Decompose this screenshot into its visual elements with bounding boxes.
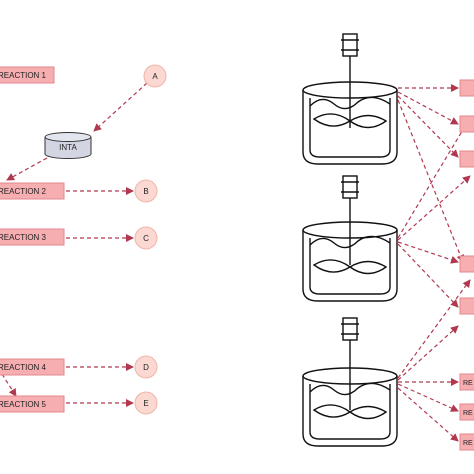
arrow-r3-4 [397, 383, 459, 412]
arrow-r2-4 [397, 243, 459, 308]
node-a: A [143, 64, 167, 88]
arrow-reaction-4-to-reaction-5 [1, 373, 17, 397]
node-c: C [134, 226, 158, 250]
output-box-7 [459, 403, 474, 421]
arrow-a-to-inta [93, 82, 148, 132]
output-box-2 [459, 115, 474, 133]
arrow-r2-1 [397, 117, 471, 239]
right-outputs [459, 79, 474, 451]
reactor-1 [302, 33, 398, 165]
output-box-8 [459, 433, 474, 451]
reaction-5-box: REACTION 5 [0, 395, 65, 413]
arrow-r3-1 [397, 279, 471, 379]
reaction-1-label: REACTION 1 [0, 71, 47, 80]
arrow-r1-2 [397, 91, 459, 125]
reaction-2-box: REACTION 2 [0, 182, 65, 200]
reactor-2 [302, 175, 398, 302]
reactor-1-motor [342, 33, 358, 57]
reaction-3-label: REACTION 3 [0, 233, 47, 242]
output-label-6: RE [463, 380, 473, 387]
reaction-5-label: REACTION 5 [0, 400, 47, 409]
node-b: B [134, 179, 158, 203]
output-box-6 [459, 373, 474, 391]
arrow-r3-5 [397, 387, 459, 442]
output-box-1 [459, 79, 474, 97]
reaction-2-label: REACTION 2 [0, 187, 47, 196]
output-label-8: RE [463, 440, 473, 447]
node-e-label: E [143, 399, 148, 408]
arrow-r2-2 [397, 175, 471, 241]
arrow-r1-4 [397, 99, 465, 263]
node-e: E [134, 391, 158, 415]
node-b-label: B [143, 187, 148, 196]
node-c-label: C [143, 234, 149, 243]
inta-cylinder: INTA [44, 132, 92, 159]
arrow-r1-3 [397, 95, 459, 158]
reaction-3-box: REACTION 3 [0, 228, 65, 246]
output-box-4 [459, 255, 474, 273]
reaction-4-label: REACTION 4 [0, 363, 47, 372]
node-a-label: A [152, 72, 158, 81]
reaction-4-box: REACTION 4 [0, 358, 65, 376]
node-d: D [134, 355, 158, 379]
arrow-r2-3 [397, 241, 459, 264]
output-box-3 [459, 150, 474, 168]
output-label-7: RE [463, 410, 473, 417]
node-d-label: D [143, 363, 149, 372]
reaction-1-box: REACTION 1 [0, 66, 55, 84]
inta-label: INTA [59, 143, 77, 152]
reactor-2-motor [342, 175, 358, 199]
output-box-5 [459, 297, 474, 315]
reactor-3 [302, 317, 398, 447]
arrow-inta-to-reaction-2 [6, 157, 48, 181]
reactor-3-motor [342, 317, 358, 341]
arrow-r3-2 [397, 325, 459, 381]
